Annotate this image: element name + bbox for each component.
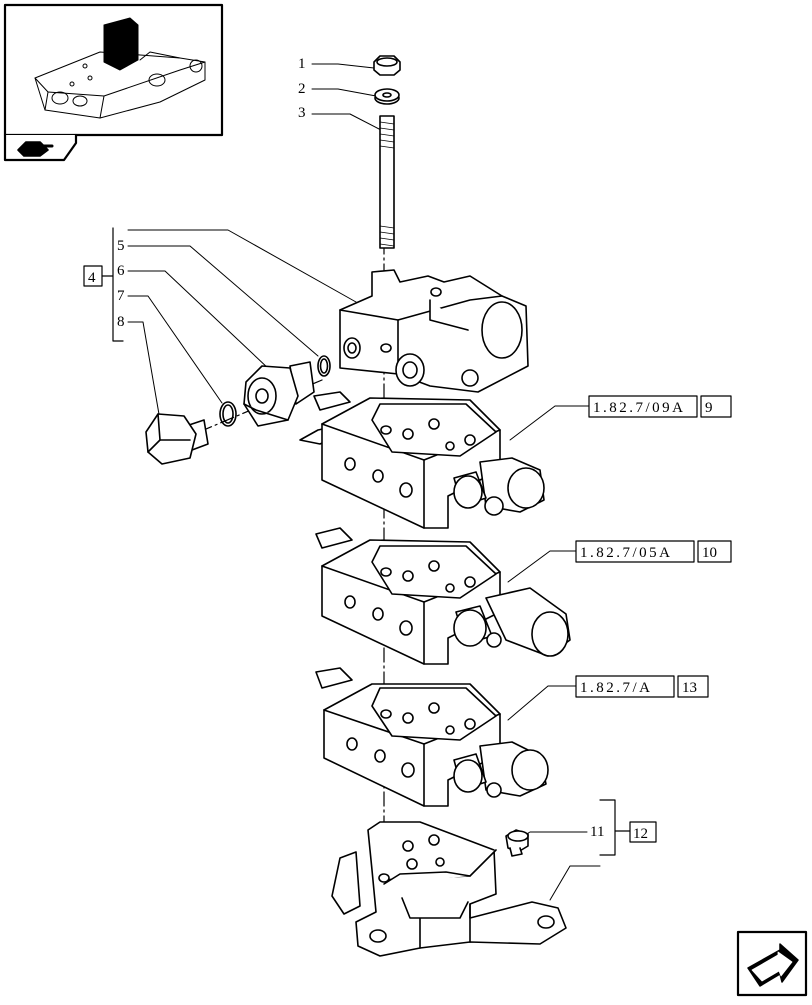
callout-12: 12: [633, 826, 648, 842]
leader-lines: [127, 63, 601, 901]
reference-code-3: 1.82.7/A: [580, 680, 653, 696]
thumbnail-panel[interactable]: [3, 3, 224, 137]
reference-number-2: 10: [702, 545, 717, 561]
cover-block[interactable]: [339, 269, 529, 393]
callout-4: 4: [88, 270, 96, 286]
callout-5: 5: [117, 238, 125, 254]
valve-section-3[interactable]: [315, 667, 549, 807]
part-5-o-ring[interactable]: [317, 355, 331, 377]
valve-section-2[interactable]: [315, 527, 571, 665]
part-2-washer[interactable]: [374, 88, 400, 105]
section-badge[interactable]: [3, 133, 78, 162]
part-3-stud[interactable]: [379, 115, 395, 249]
reference-box-2[interactable]: 1.82.7/05A 10: [575, 540, 732, 563]
callout-1: 1: [298, 56, 306, 72]
reference-number-1: 9: [705, 400, 713, 416]
reference-box-1[interactable]: 1.82.7/09A 9: [588, 395, 732, 418]
tractor-lift-thumbnail-icon: [34, 17, 206, 119]
callout-11: 11: [590, 824, 604, 840]
part-8-plug[interactable]: [145, 413, 209, 465]
reference-box-3[interactable]: 1.82.7/A 13: [575, 675, 709, 698]
part-7-o-ring[interactable]: [219, 401, 237, 427]
callout-7: 7: [117, 288, 125, 304]
part-12-base[interactable]: [331, 821, 567, 957]
callout-3: 3: [298, 105, 306, 121]
callout-2: 2: [298, 81, 306, 97]
next-page-button[interactable]: [736, 930, 808, 997]
callout-6: 6: [117, 263, 125, 279]
callout-8: 8: [117, 314, 125, 330]
reference-code-2: 1.82.7/05A: [580, 545, 673, 561]
part-11-screw[interactable]: [505, 829, 529, 857]
reference-number-3: 13: [682, 680, 697, 696]
next-page-arrow-icon: [747, 943, 799, 987]
section-badge-icon: [17, 141, 54, 157]
part-1-nut[interactable]: [373, 55, 401, 76]
reference-code-1: 1.82.7/09A: [593, 400, 686, 416]
part-6-fitting[interactable]: [243, 361, 315, 427]
valve-section-1[interactable]: [299, 391, 545, 529]
